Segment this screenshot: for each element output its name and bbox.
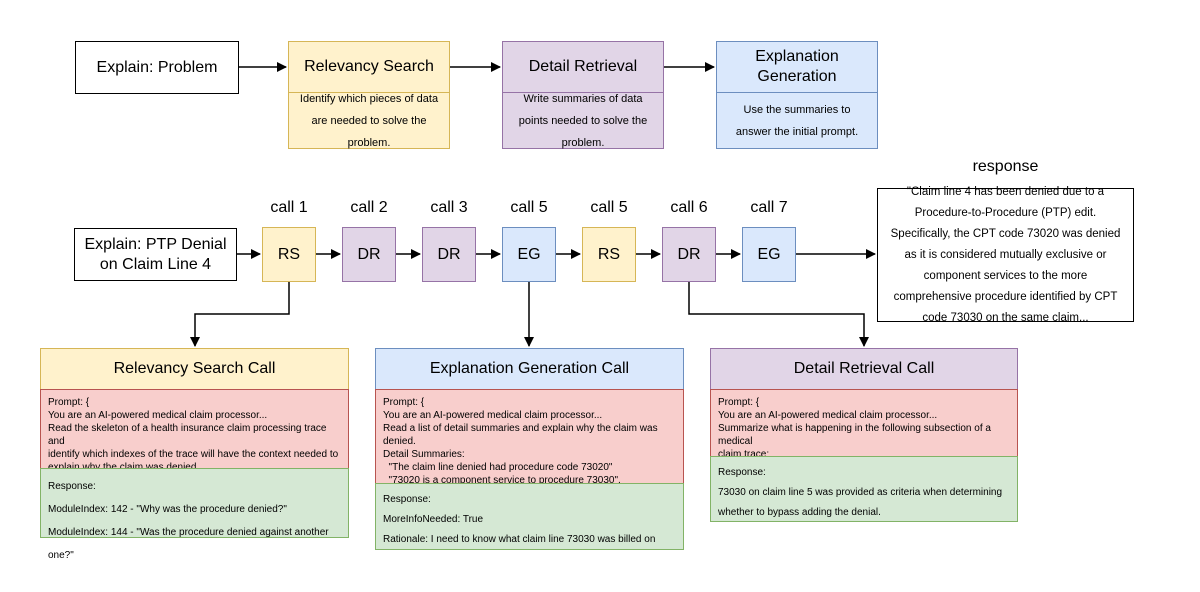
explanation-generation-call-title: Explanation Generation Call [375, 348, 684, 390]
response-line: ModuleIndex: 144 - "Was the procedure de… [48, 527, 329, 561]
prompt-line: Read a list of detail summaries and expl… [383, 423, 658, 447]
detail-retrieval-call-title-text: Detail Retrieval Call [793, 360, 935, 377]
stage-relevancy-search-desc-text: Identify which pieces of data are needed… [299, 92, 439, 149]
explain-problem-box: Explain: Problem [75, 41, 239, 94]
call-label-4: call 5 [510, 199, 548, 216]
stage-detail-retrieval-description: Write summaries of data points needed to… [502, 92, 664, 149]
prompt-line: "73020 is a component service to procedu… [383, 475, 621, 486]
node-eg-call-7-label: EG [757, 245, 781, 263]
response-line: Response: [383, 494, 431, 505]
stage-explanation-generation-desc-text: Use the summaries to answer the initial … [735, 103, 859, 138]
call-label-3: call 3 [430, 199, 468, 216]
relevancy-search-call-prompt: Prompt: { You are an AI-powered medical … [40, 389, 349, 473]
prompt-line: You are an AI-powered medical claim proc… [48, 410, 268, 421]
call-label-6: call 6 [670, 199, 708, 216]
prompt-line: "The claim line denied had procedure cod… [383, 462, 613, 473]
prompt-line: explain why the claim was denied. [48, 461, 341, 474]
node-rs-call-5-label: RS [597, 245, 621, 263]
prompt-line: Prompt: { [718, 397, 760, 408]
prompt-line: Prompt: { [383, 397, 425, 408]
node-dr-call-2: DR [342, 227, 396, 282]
node-rs-call-5: RS [582, 227, 636, 282]
prompt-line: Read the skeleton of a health insurance … [48, 423, 327, 447]
relevancy-search-call-response: Response: ModuleIndex: 142 - "Why was th… [40, 468, 349, 561]
detail-retrieval-call-response: Response: 73030 on claim line 5 was prov… [710, 456, 1018, 522]
relevancy-search-call-title: Relevancy Search Call [40, 348, 349, 390]
response-line: Response: [48, 481, 96, 492]
detail-retrieval-call-prompt: Prompt: { You are an AI-powered medical … [710, 389, 1018, 460]
stage-explanation-generation-description: Use the summaries to answer the initial … [716, 92, 878, 149]
response-line: whether to bypass adding the denial. [718, 507, 881, 518]
stage-detail-retrieval-title: Detail Retrieval [502, 41, 664, 93]
relevancy-search-call-title-text: Relevancy Search Call [113, 360, 276, 377]
node-eg-call-4: EG [502, 227, 556, 282]
call-label-2: call 2 [350, 199, 388, 216]
prompt-line: claim trace: [718, 449, 770, 460]
node-rs-call-1: RS [262, 227, 316, 282]
response-line: Rationale: I need to know what claim lin… [383, 534, 656, 545]
call-label-1: call 1 [270, 199, 308, 216]
node-dr-call-6: DR [662, 227, 716, 282]
prompt-line: Prompt: { [48, 397, 90, 408]
stage-detail-retrieval-label: Detail Retrieval [528, 58, 638, 75]
arrow-rs-to-panel [190, 282, 290, 347]
detail-retrieval-call-title: Detail Retrieval Call [710, 348, 1018, 390]
call-label-7: call 7 [750, 199, 788, 216]
stage-relevancy-search-label: Relevancy Search [304, 58, 434, 75]
prompt-line: identify which indexes of the trace will… [48, 449, 339, 460]
response-heading: response [972, 158, 1039, 175]
prompt-line: You are an AI-powered medical claim proc… [718, 410, 938, 421]
stage-explanation-generation-label: Explanation Generation [755, 48, 839, 85]
node-dr-call-3: DR [422, 227, 476, 282]
explain-ptp-denial-label: Explain: PTP Denial on Claim Line 4 [84, 235, 227, 273]
prompt-line: You are an AI-powered medical claim proc… [383, 410, 603, 421]
explain-ptp-denial-box: Explain: PTP Denial on Claim Line 4 [74, 228, 237, 281]
node-eg-call-4-label: EG [517, 245, 541, 263]
response-line: ModuleIndex: 142 - "Why was the procedur… [48, 504, 287, 515]
explanation-generation-call-prompt: Prompt: { You are an AI-powered medical … [375, 389, 684, 486]
explain-problem-label: Explain: Problem [96, 58, 218, 76]
arrow-dr-to-panel [688, 282, 869, 347]
node-dr-call-6-label: DR [677, 245, 701, 263]
node-dr-call-2-label: DR [357, 245, 381, 263]
response-line: MoreInfoNeeded: True [383, 514, 484, 525]
call-label-5: call 5 [590, 199, 628, 216]
stage-explanation-generation-title: Explanation Generation [716, 41, 878, 93]
node-dr-call-3-label: DR [437, 245, 461, 263]
response-line: 73030 on claim line 5 was provided as cr… [718, 487, 1003, 498]
response-box: "Claim line 4 has been denied due to a P… [877, 186, 1134, 324]
prompt-line: Summarize what is happening in the follo… [718, 423, 991, 447]
stage-relevancy-search-description: Identify which pieces of data are needed… [288, 92, 450, 149]
explanation-generation-call-title-text: Explanation Generation Call [429, 360, 630, 377]
node-rs-call-1-label: RS [277, 245, 301, 263]
prompt-line: Detail Summaries: [383, 449, 465, 460]
explanation-generation-call-response: Response: MoreInfoNeeded: True Rationale… [375, 483, 684, 550]
node-eg-call-7: EG [742, 227, 796, 282]
stage-relevancy-search-title: Relevancy Search [288, 41, 450, 93]
response-line: Response: [718, 467, 766, 478]
stage-detail-retrieval-desc-text: Write summaries of data points needed to… [518, 92, 648, 149]
response-text: "Claim line 4 has been denied due to a P… [890, 185, 1121, 324]
